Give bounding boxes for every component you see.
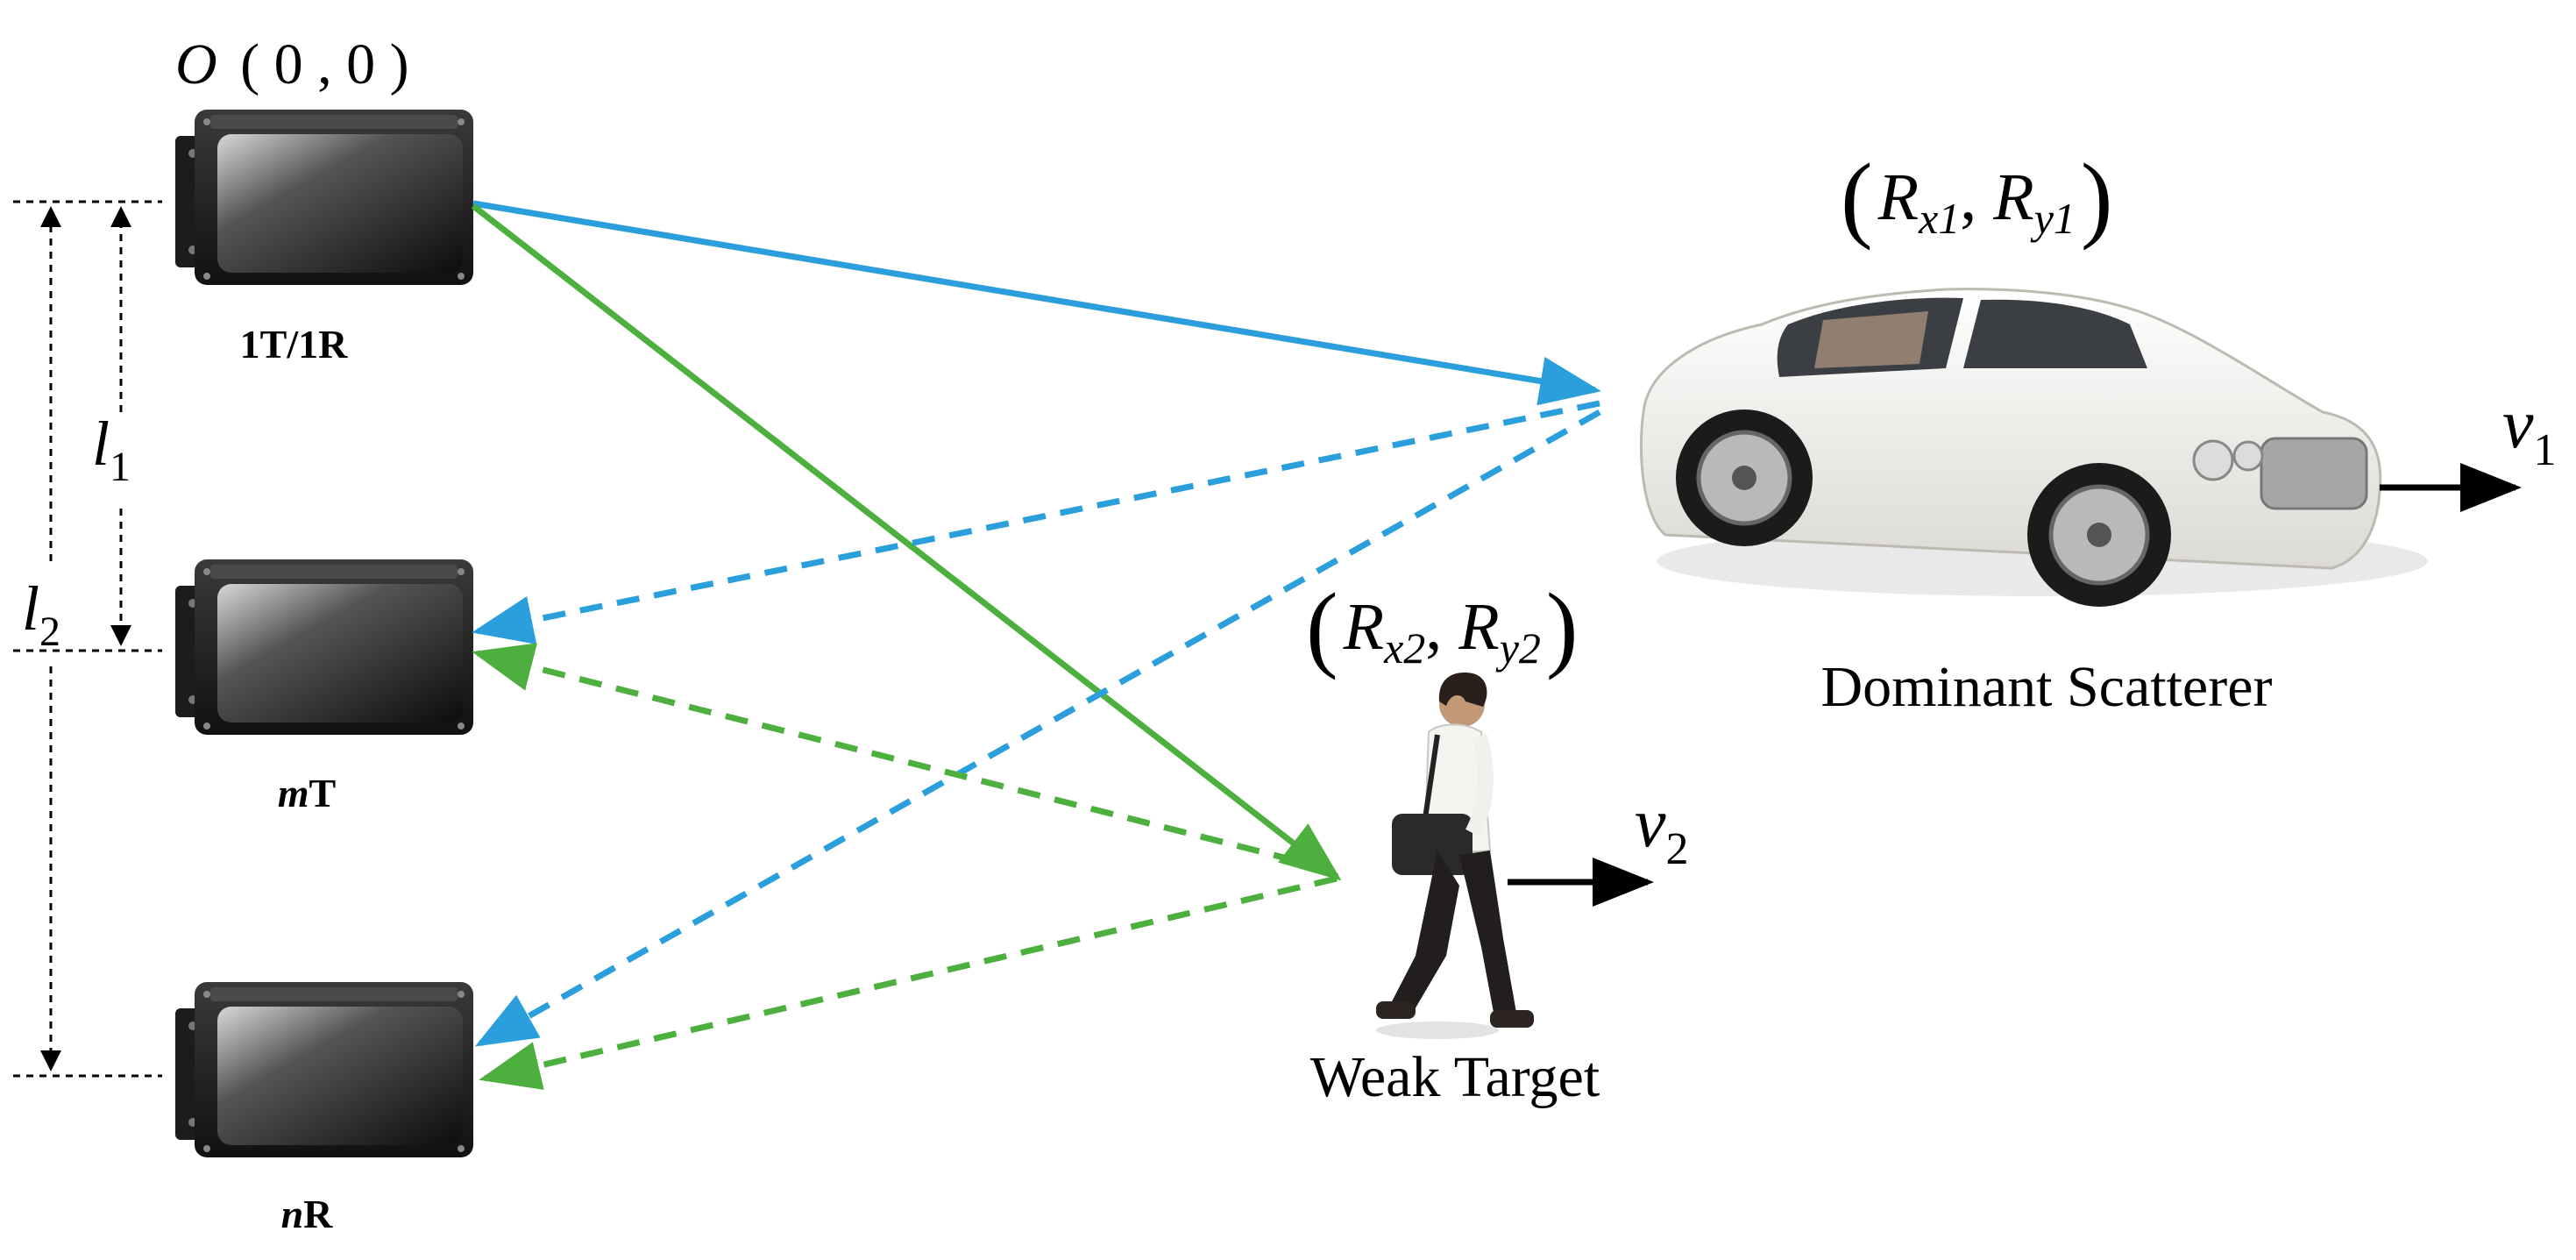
car-label: Dominant Scatterer [1821, 655, 2273, 719]
origin-coords: ( 0 , 0 ) [240, 32, 408, 96]
person-coord-rx: R [1343, 590, 1384, 664]
l2-label: l2 [22, 573, 60, 655]
tx-to-car [472, 200, 1601, 406]
l2-sub: 2 [39, 609, 60, 655]
v2-var: v [1635, 785, 1666, 862]
radar-nr [175, 982, 473, 1157]
person-coord-ry-sub: y2 [1495, 623, 1541, 673]
tx-to-person [471, 203, 1342, 881]
person-to-nr [479, 875, 1338, 1090]
v1-sub: 1 [2534, 425, 2557, 475]
car-coord: (Rx1, Ry1) [1841, 144, 2113, 251]
l1-var: l [92, 409, 110, 479]
l1-sub: 1 [110, 444, 131, 490]
person-label: Weak Target [1310, 1045, 1600, 1109]
origin-var: O [175, 32, 217, 96]
signal-paths [471, 200, 1601, 1090]
svg-text:v1: v1 [2502, 386, 2557, 475]
car-coord-ry-sub: y1 [2030, 194, 2076, 243]
car-coord-rx-sub: x1 [1918, 194, 1960, 243]
v2-sub: 2 [1666, 824, 1689, 874]
radar-3-suffix: R [303, 1192, 333, 1236]
radar-2-suffix: T [309, 771, 337, 815]
radar-2-prefix: m [278, 771, 309, 815]
radar-1-label: 1T/1R [240, 322, 348, 367]
car-coord-ry: R [1992, 160, 2033, 234]
radar-3-label: nR [281, 1192, 334, 1236]
l1-label: l1 [92, 409, 131, 490]
person-image [1376, 673, 1534, 1039]
car-coord-rx: R [1877, 160, 1919, 234]
dimension-guides [13, 200, 162, 1078]
radar-1t1r [175, 110, 473, 285]
car-velocity: v1 [2380, 386, 2557, 512]
v1-var: v [2502, 386, 2534, 463]
radar-mt [175, 559, 473, 735]
svg-text:v2: v2 [1635, 785, 1689, 874]
dimension-l2: l2 [22, 206, 61, 1071]
person-coord-ry: R [1458, 590, 1499, 664]
person-coord-rx-sub: x2 [1383, 623, 1425, 673]
radar-3-prefix: n [281, 1192, 304, 1236]
person-coord: (Rx2, Ry2) [1306, 573, 1579, 680]
radar-2-label: mT [278, 771, 336, 815]
origin-label: O ( 0 , 0 ) [175, 32, 409, 96]
car-to-nr [474, 409, 1601, 1047]
dimension-l1: l1 [92, 206, 131, 646]
l2-var: l [22, 573, 39, 644]
car-image [1639, 288, 2428, 607]
person-velocity: v2 [1508, 785, 1689, 907]
person-to-mt [472, 643, 1333, 873]
car-to-mt [472, 400, 1600, 644]
